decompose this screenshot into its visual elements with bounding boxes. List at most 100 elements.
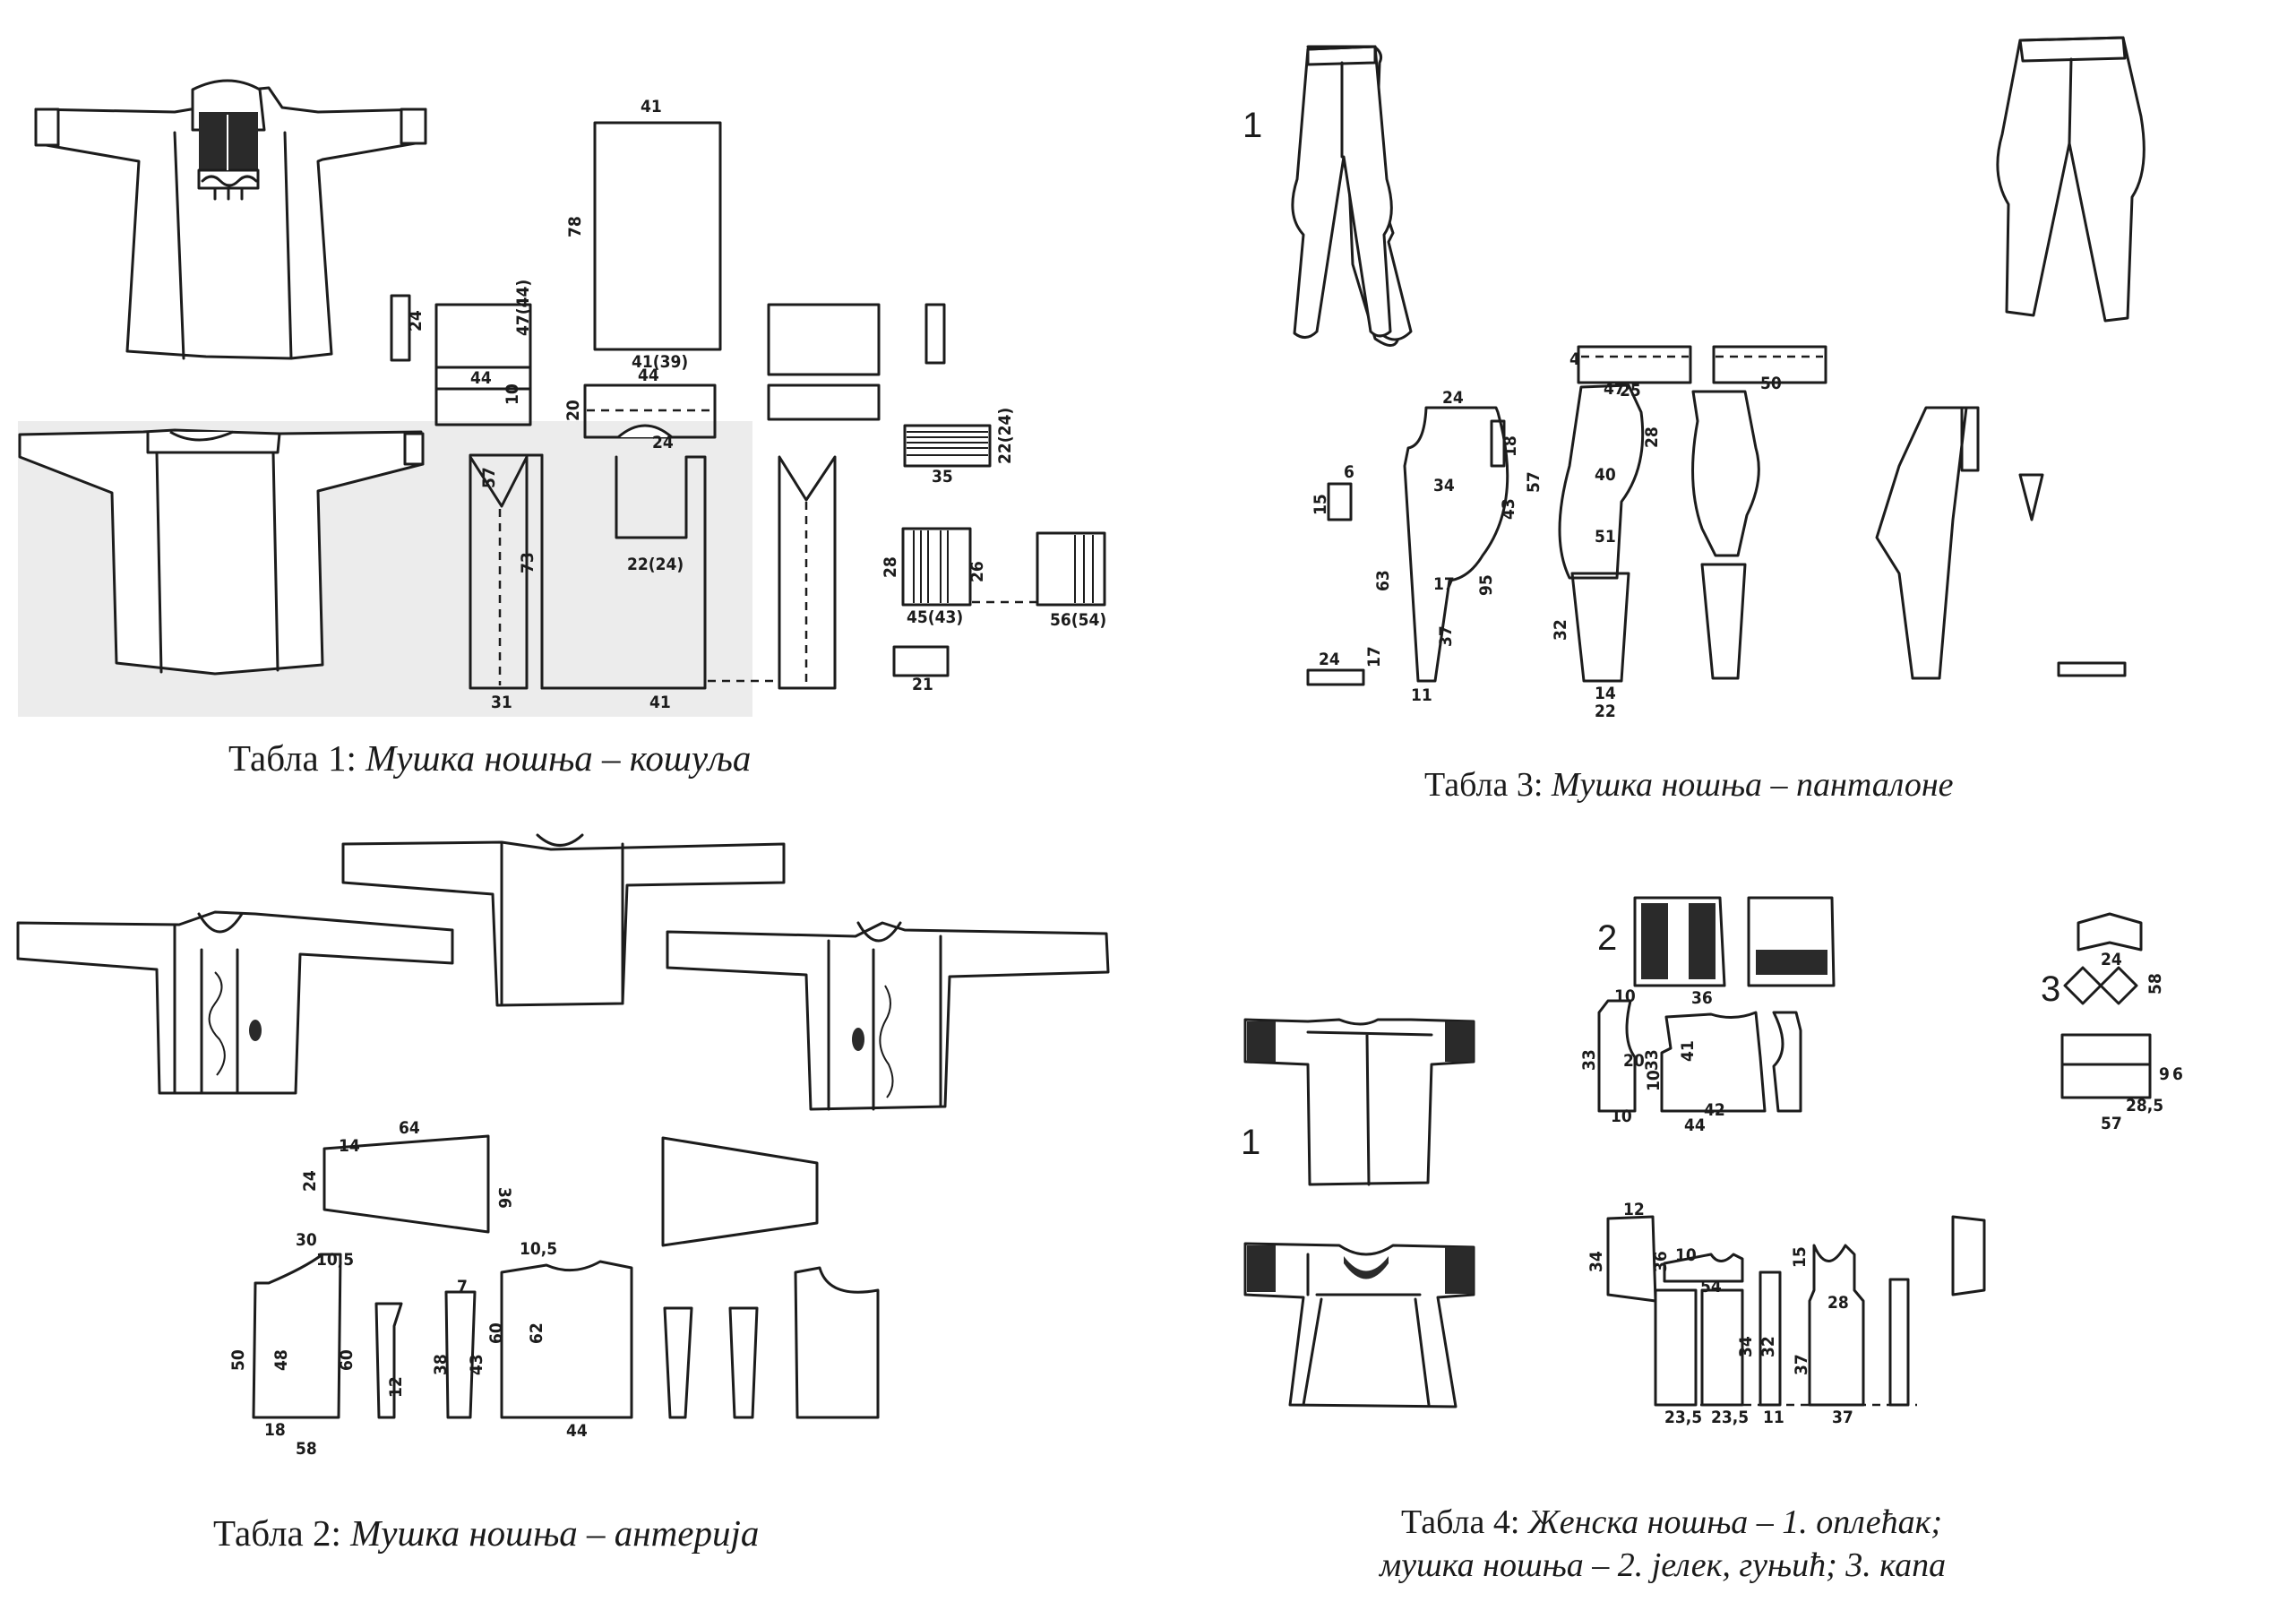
dim-label: 10 xyxy=(1611,1107,1632,1126)
dim-label: 95 xyxy=(1476,574,1496,596)
plate-4-drawings: 36 10 33 20 33 10 41 42 44 10 24 58 9 6 … xyxy=(1236,887,2296,1478)
plate-3-caption: Табла 3: Мушка ношња – панталоне xyxy=(1424,762,1954,808)
gunjic-pattern-pieces xyxy=(1608,1217,1984,1405)
plate-2-caption-title: Мушка ношња – антерија xyxy=(350,1512,760,1554)
dim-label: 35 xyxy=(932,467,953,487)
plate-4-panel-number-2: 2 xyxy=(1597,918,1618,958)
oplecak-back-illustration xyxy=(1245,1244,1474,1407)
dim-label: 10,5 xyxy=(316,1250,354,1270)
dim-label: 20 xyxy=(1623,1051,1645,1071)
dim-label: 34 xyxy=(1736,1336,1756,1357)
dim-label: 10 xyxy=(1614,986,1636,1006)
plate-4-panel-number-1: 1 xyxy=(1241,1123,1261,1162)
dim-label: 62 xyxy=(527,1322,546,1344)
dim-label: 23,5 xyxy=(1664,1408,1702,1427)
plate-1-caption-label: Табла 1: xyxy=(228,737,357,779)
dim-label: 63 xyxy=(1373,570,1393,591)
dim-label: 26 xyxy=(967,561,987,582)
dim-label: 36 xyxy=(494,1187,514,1209)
dim-label: 23,5 xyxy=(1711,1408,1749,1427)
plate-4-dimension-labels: 36 10 33 20 33 10 41 42 44 10 24 58 9 6 … xyxy=(1579,950,2183,1427)
oplecak-front-illustration xyxy=(1245,1020,1474,1184)
dim-label: 57 xyxy=(1524,471,1544,493)
dim-label: 17 xyxy=(1364,646,1384,668)
anterija-pattern-pieces xyxy=(254,1136,878,1417)
dim-label: 30 xyxy=(296,1230,317,1250)
plate-1-shirt: 41 78 41(39) 24 47(44) 44 44 10 20 24 57… xyxy=(0,0,1165,717)
dim-label: 6 xyxy=(1344,462,1354,482)
dim-label: 31 xyxy=(491,693,512,712)
dim-label: 24 xyxy=(1442,388,1464,408)
dim-label: 42 xyxy=(1704,1100,1725,1120)
dim-label: 45(43) xyxy=(907,607,963,627)
dim-label: 24 xyxy=(1319,650,1340,669)
dim-label: 28 xyxy=(1827,1293,1849,1313)
dim-label: 47 xyxy=(1604,379,1625,399)
dim-label: 50 xyxy=(228,1349,248,1371)
shirt-dimension-labels: 41 78 41(39) 24 47(44) 44 44 10 20 24 57… xyxy=(406,97,1106,712)
plate-3-caption-label: Табла 3: xyxy=(1424,766,1544,804)
dim-label: 17 xyxy=(1433,574,1455,594)
dim-label: 22 xyxy=(1595,702,1616,721)
shirt-back-illustration xyxy=(20,430,423,674)
dim-label: 10 xyxy=(1644,1070,1664,1091)
dim-label: 36 xyxy=(1651,1251,1671,1272)
trousers-back-illustration xyxy=(1998,38,2144,321)
plate-1-caption-title: Мушка ношња – кошуља xyxy=(365,737,752,779)
dim-label: 57 xyxy=(2101,1114,2122,1133)
trousers-front-illustration xyxy=(1293,47,1411,346)
dim-label: 10,5 xyxy=(520,1239,557,1259)
dim-label: 14 xyxy=(339,1136,360,1156)
dim-label: 22(24) xyxy=(995,408,1015,464)
dim-label: 57 xyxy=(479,467,499,488)
anterija-dimension-labels: 64 14 24 36 30 10,5 50 48 60 18 58 12 7 … xyxy=(228,1118,588,1459)
trousers-dimension-labels: 4 47 25 50 24 18 34 43 63 17 95 37 17 24… xyxy=(1311,349,1782,721)
dim-label: 24 xyxy=(300,1170,320,1192)
plate-4-caption-title-line-2: мушка ношња – 2. јелек, гуњић; 3. капа xyxy=(1380,1546,1947,1584)
dim-label: 24 xyxy=(406,310,426,332)
dim-label: 47(44) xyxy=(513,280,533,336)
anterija-back-illustration xyxy=(343,835,784,1005)
dim-label: 10 xyxy=(1675,1245,1697,1265)
dim-label: 56(54) xyxy=(1050,610,1106,630)
dim-label: 24 xyxy=(652,433,674,452)
dim-label: 28 xyxy=(881,556,900,578)
plate-4-panel-number-3: 3 xyxy=(2041,969,2061,1009)
dim-label: 6 xyxy=(2172,1064,2183,1084)
plate-3-panel-number: 1 xyxy=(1243,106,1263,145)
dim-label: 11 xyxy=(1763,1408,1784,1427)
dim-label: 44 xyxy=(1684,1115,1706,1135)
plate-3-trousers: 4 47 25 50 24 18 34 43 63 17 95 37 17 24… xyxy=(1281,0,2296,735)
dim-label: 32 xyxy=(1759,1336,1778,1357)
plate-2-caption: Табла 2: Мушка ношња – антерија xyxy=(213,1510,759,1556)
dim-label: 44 xyxy=(470,368,492,388)
shirt-pattern-pieces xyxy=(391,123,1105,688)
dim-label: 58 xyxy=(296,1439,317,1459)
dim-label: 41(39) xyxy=(632,352,688,372)
dim-label: 9 xyxy=(2159,1064,2170,1084)
dim-label: 78 xyxy=(565,216,585,237)
anterija-front-right-illustration xyxy=(667,923,1108,1109)
jelek-pattern-pieces xyxy=(1599,1001,1801,1111)
kapa-illustration xyxy=(2062,914,2150,1098)
dim-label: 41 xyxy=(1678,1040,1698,1062)
dim-label: 58 xyxy=(2146,973,2165,995)
dim-label: 10 xyxy=(503,383,522,405)
dim-label: 43 xyxy=(467,1354,486,1375)
dim-label: 44 xyxy=(638,366,659,385)
anterija-front-left-illustration xyxy=(18,912,452,1093)
dim-label: 4 xyxy=(1569,349,1580,369)
dim-label: 34 xyxy=(1433,476,1455,495)
dim-label: 20 xyxy=(563,400,583,421)
dim-label: 18 xyxy=(1501,435,1520,457)
plate-4-caption: Табла 4: Женска ношња – 1. оплећак; мушк… xyxy=(1380,1501,1946,1587)
dim-label: 60 xyxy=(486,1322,506,1344)
plate-1-drawing: 41 78 41(39) 24 47(44) 44 44 10 20 24 57… xyxy=(18,0,1106,717)
dim-label: 50 xyxy=(1760,374,1782,393)
dim-label: 43 xyxy=(1499,498,1518,520)
dim-label: 21 xyxy=(912,675,933,694)
plate-4-caption-title-line-1: Женска ношња – 1. оплећак; xyxy=(1527,1503,1943,1541)
dim-label: 48 xyxy=(271,1349,291,1371)
shirt-front-illustration xyxy=(36,81,426,358)
dim-label: 11 xyxy=(1411,685,1432,705)
